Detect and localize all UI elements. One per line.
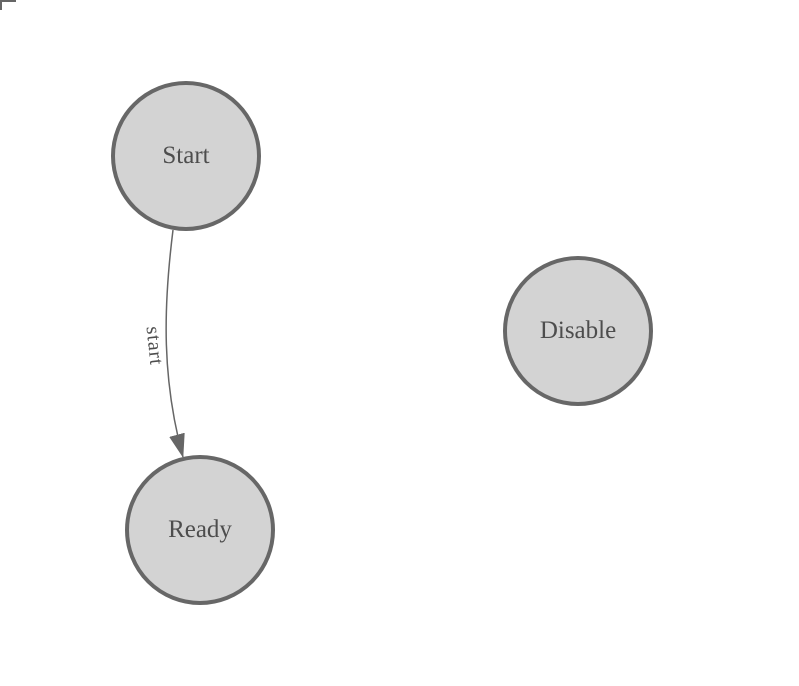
canvas-origin-bracket-icon	[0, 0, 16, 10]
node-ready-label: Ready	[168, 516, 232, 543]
edge-start-to-ready[interactable]	[165, 229, 185, 458]
node-disable[interactable]: Disable	[503, 256, 653, 406]
edge-start-to-ready-label: start	[141, 325, 168, 367]
node-disable-label: Disable	[539, 317, 617, 344]
node-start-label: Start	[162, 142, 210, 169]
node-start[interactable]: Start	[111, 81, 261, 231]
node-ready[interactable]: Ready	[125, 455, 275, 605]
